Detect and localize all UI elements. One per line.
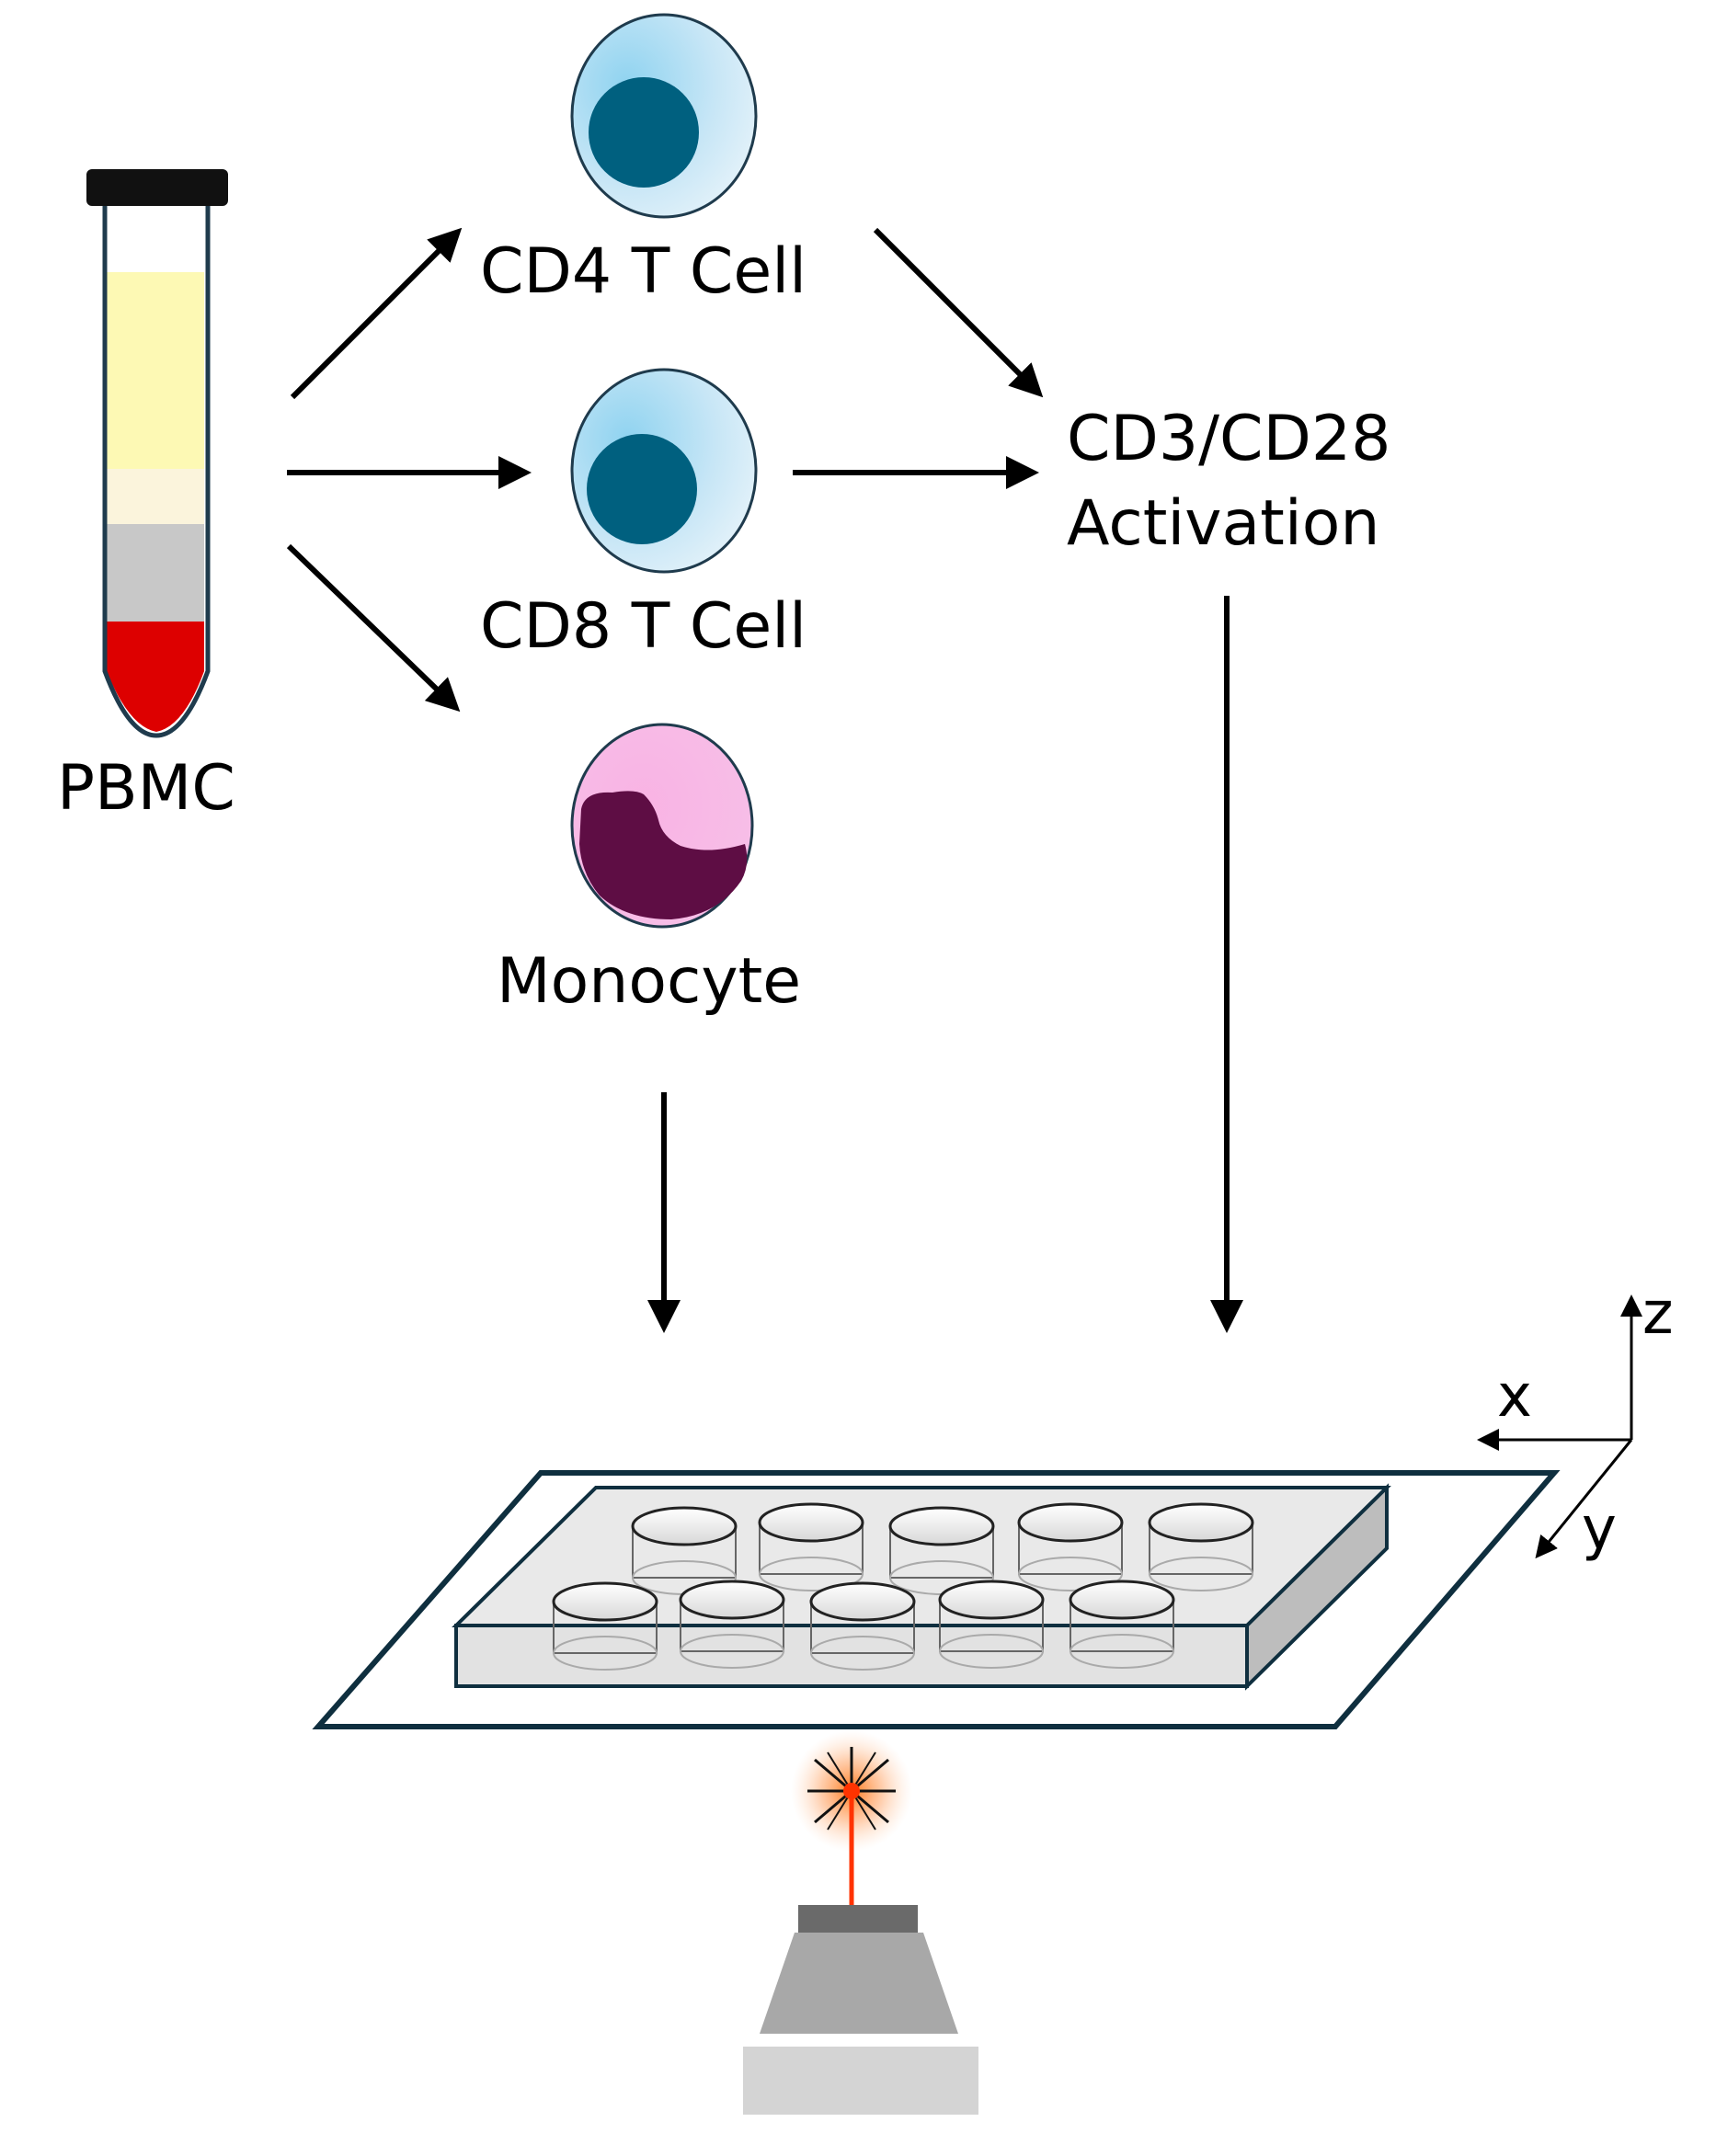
tube-cap <box>86 169 228 206</box>
well-row-front <box>552 1580 1175 1671</box>
pbmc-label: PBMC <box>57 752 235 825</box>
plasma-layer <box>107 272 204 469</box>
tube-outline <box>102 206 211 738</box>
well <box>888 1506 995 1595</box>
well <box>1069 1580 1175 1669</box>
ficoll-layer <box>107 524 204 622</box>
well <box>631 1506 738 1595</box>
well <box>1148 1502 1254 1591</box>
well <box>758 1502 864 1591</box>
arrow-cd4-to-activation <box>873 227 1044 398</box>
axis-y-label: y <box>1582 1495 1617 1563</box>
well-row-back <box>631 1502 1254 1595</box>
cd4-label: CD4 T Cell <box>480 235 807 308</box>
well-plate <box>452 1483 1391 1691</box>
well <box>552 1581 658 1671</box>
well <box>1017 1502 1124 1591</box>
laser-spark-icon <box>791 1730 912 1905</box>
objective-body <box>760 1933 958 2034</box>
cd4-t-cell-icon <box>570 13 758 219</box>
red-cell-layer <box>107 622 204 732</box>
pbmc-tube-icon <box>86 169 228 738</box>
activation-label-line1: CD3/CD28 <box>1067 403 1390 475</box>
buffy-coat-layer <box>107 469 204 524</box>
axis-x-label: x <box>1497 1363 1532 1431</box>
well <box>679 1580 785 1669</box>
well <box>938 1580 1045 1669</box>
cd8-label: CD8 T Cell <box>480 590 807 663</box>
well <box>809 1581 916 1671</box>
xyz-axes-icon <box>1477 1295 1642 1559</box>
monocyte-label: Monocyte <box>497 945 801 1018</box>
arrow-pbmc-to-monocyte <box>286 543 461 713</box>
monocyte-icon <box>570 723 754 929</box>
objective-base <box>743 2047 978 2115</box>
axis-z-label: z <box>1642 1280 1674 1348</box>
objective-lens-icon <box>743 1905 978 2115</box>
cd8-t-cell-icon <box>570 368 758 574</box>
activation-label-line2: Activation <box>1067 487 1379 560</box>
objective-tip <box>798 1905 918 1933</box>
arrow-pbmc-to-cd4 <box>290 227 463 400</box>
